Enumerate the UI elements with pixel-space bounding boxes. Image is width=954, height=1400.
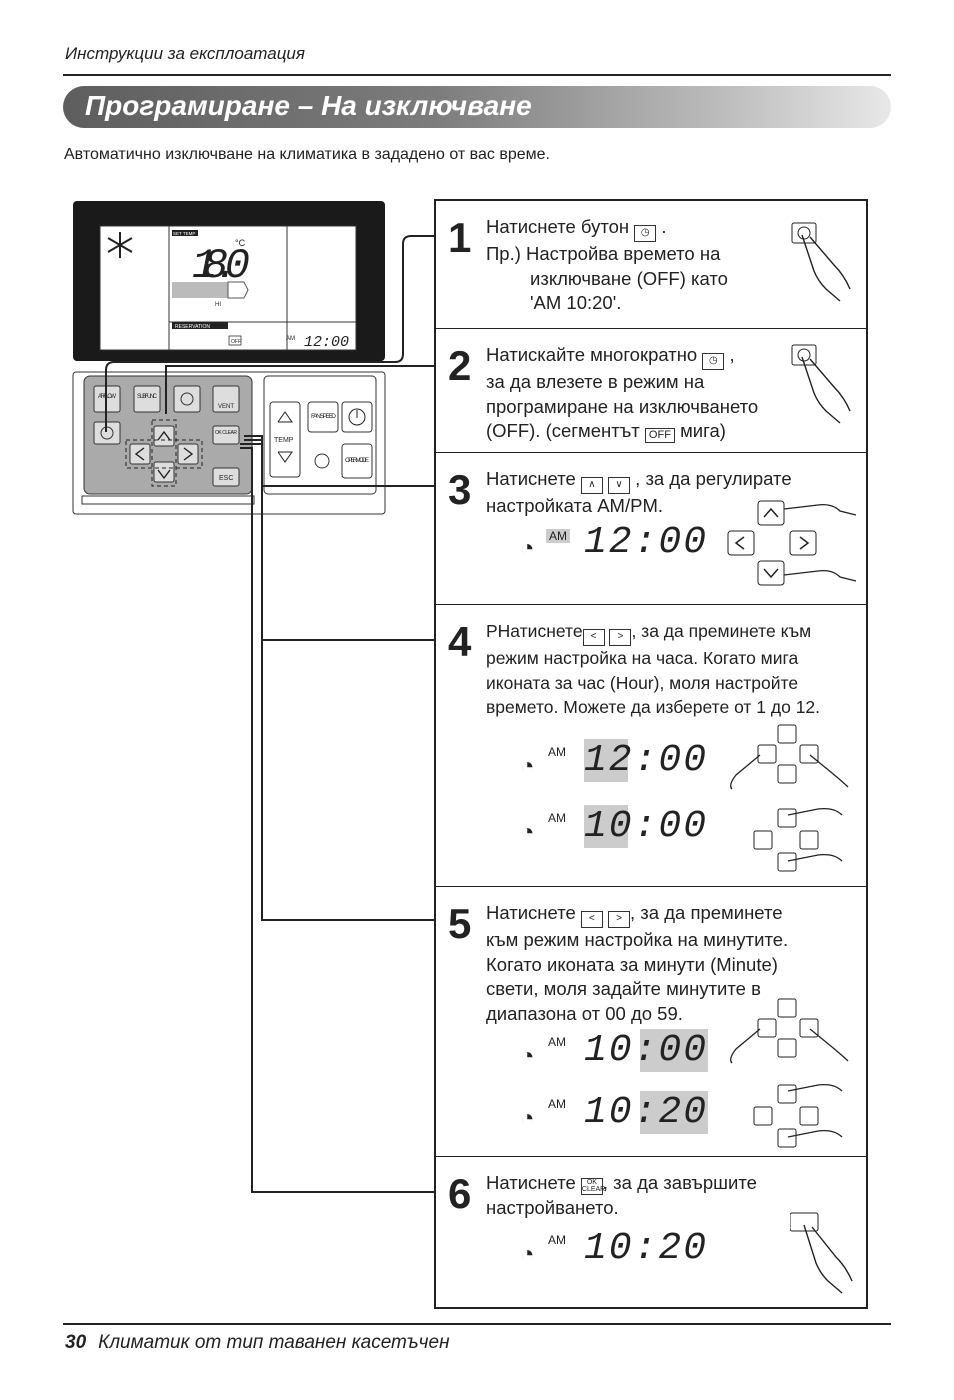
clock-icon: ◔	[520, 1105, 535, 1132]
clock-icon: ◔	[520, 1241, 535, 1268]
left-arrow-icon: <	[582, 629, 605, 646]
hand-press-icon	[791, 222, 851, 302]
power-icon	[348, 408, 366, 426]
btn-vent: VENT	[218, 404, 234, 410]
footer-title: Климатик от тип таванен касетъчен	[98, 1332, 450, 1353]
timer-button-icon: ◷	[702, 353, 725, 370]
step-2: 2 Натискайте многократно ◷ , за да влезе…	[436, 329, 866, 453]
step-text: РНатиснете< >, за да преминете към режим…	[486, 621, 821, 717]
step-number: 4	[448, 618, 472, 665]
steps-panel: 1 Натиснете бутон ◷ . Пр.) Настройва вре…	[434, 199, 868, 1309]
step-text: Натиснете бутон ◷ . Пр.) Настройва време…	[486, 216, 728, 313]
btn-sub-func: SUB FUNC	[137, 394, 158, 400]
step-text: Натискайте многократно ◷ , за да влезете…	[486, 344, 759, 443]
timer-button-icon: ◷	[634, 225, 657, 242]
step-text: Натиснете < >, за да преминете към режим…	[486, 902, 789, 1024]
left-arrow-icon: <	[580, 911, 603, 928]
off-segment: OFF	[231, 339, 241, 345]
clock-icon: ◔	[520, 753, 535, 780]
gear-icon	[180, 392, 194, 406]
step-1: 1 Натиснете бутон ◷ . Пр.) Настройва вре…	[436, 201, 866, 329]
step-number: 5	[448, 900, 472, 947]
temp-unit: °C	[235, 238, 246, 248]
snowflake-icon	[107, 232, 133, 258]
arrow-keys-hand-icon	[730, 724, 849, 872]
page-footer: 30 Климатик от тип таванен касетъчен	[65, 1332, 450, 1354]
btn-ok-clear: OK CLEAR	[215, 430, 237, 436]
step-number: 2	[448, 342, 472, 389]
step-5: 5 Натиснете < >, за да преминете към реж…	[436, 887, 866, 1157]
btn-oper-mode: OPER MODE	[345, 457, 370, 464]
btn-temp: TEMP	[274, 437, 294, 444]
clock-icon: ◔	[520, 1043, 535, 1070]
header-rule	[63, 74, 891, 76]
step-number: 3	[448, 466, 472, 513]
step-4: 4 РНатиснете< >, за да преминете към реж…	[436, 605, 866, 887]
btn-air-flow: AIR FLOW	[98, 394, 116, 400]
step-number: 1	[448, 214, 472, 261]
off-segment-icon: OFF	[644, 428, 675, 443]
reservation-label: RESERVATION	[175, 324, 210, 330]
down-arrow-icon: ∨	[608, 477, 631, 494]
step-number: 6	[448, 1170, 472, 1217]
footer-rule	[63, 1323, 891, 1325]
hi-label: HI	[215, 302, 221, 308]
step-3: 3 Натиснете ∧ ∨ , за да регулирате настр…	[436, 453, 866, 605]
am-label: AM	[286, 336, 295, 342]
time-display: 12:00	[304, 334, 349, 351]
document-header: Инструкции за експлоатация	[65, 44, 305, 63]
up-arrow-icon: ∧	[580, 477, 603, 494]
intro-text: Автоматично изключване на климатика в за…	[64, 146, 550, 163]
page-number: 30	[65, 1332, 87, 1353]
hand-press-icon	[791, 344, 851, 424]
section-banner: Програмиране – На изключване	[63, 86, 891, 128]
clock-icon: ◔	[520, 819, 535, 846]
btn-fan-speed: FAN SPEED	[311, 413, 336, 420]
section-title: Програмиране – На изключване	[85, 90, 532, 121]
hand-press-icon	[790, 1212, 853, 1294]
arrow-keys-hand-icon	[730, 998, 849, 1148]
clock-icon: ◔	[520, 535, 535, 562]
remote-controller-illustration: SET TEMP 18.0 °C HI RESERVATION OFF AM 1…	[72, 201, 386, 515]
set-temp-label: SET TEMP	[173, 231, 195, 236]
btn-esc: ESC	[219, 475, 233, 482]
right-arrow-icon: >	[608, 911, 631, 928]
right-arrow-icon: >	[609, 629, 632, 646]
arrow-keys-hand-icon	[727, 500, 857, 586]
step-text: Натиснете ∧ ∨ , за да регулирате настрой…	[486, 468, 792, 516]
